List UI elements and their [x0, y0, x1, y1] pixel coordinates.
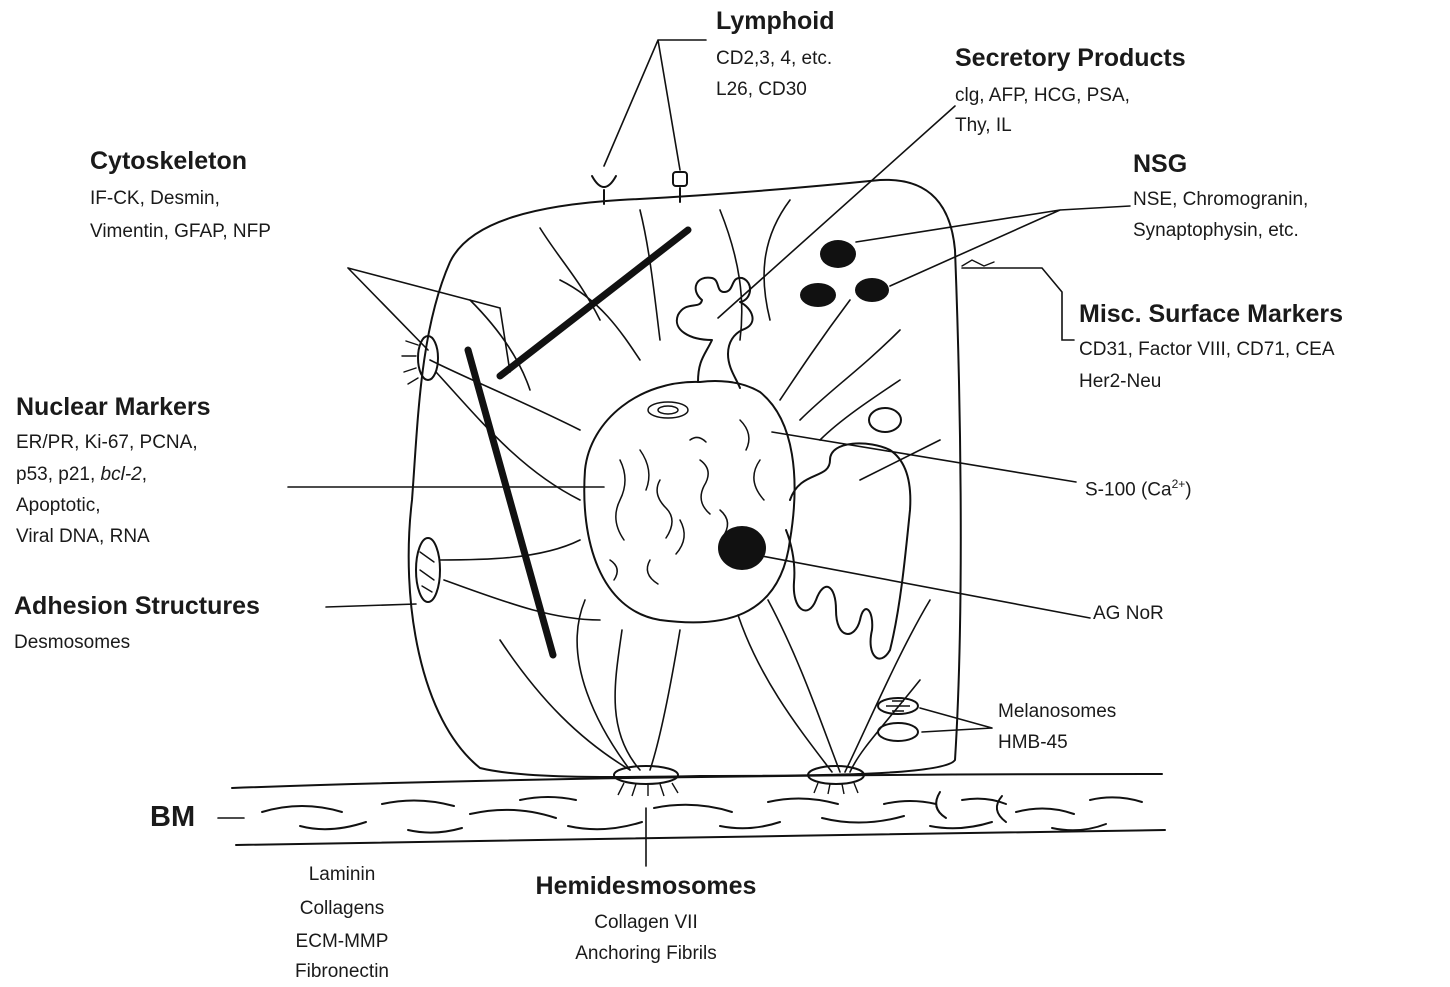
cytoskeleton-title: Cytoskeleton: [90, 146, 247, 176]
adhesion-title: Adhesion Structures: [14, 591, 260, 621]
lymphoid-title: Lymphoid: [716, 6, 835, 36]
s100-superscript: 2+: [1172, 477, 1186, 491]
basement-membrane: [232, 774, 1165, 845]
agnor-label: AG NoR: [1093, 598, 1164, 630]
lymphoid-line-2: L26, CD30: [716, 74, 807, 106]
nucleus: [584, 381, 794, 622]
nsg-granule: [855, 278, 889, 302]
s100-label: S-100 (Ca2+): [1085, 468, 1192, 506]
bm-item: Fibronectin: [272, 956, 412, 987]
nsg-granule: [800, 283, 836, 307]
nuclear-line-1: ER/PR, Ki-67, PCNA,: [16, 427, 198, 459]
cytoskeleton-line-1: IF-CK, Desmin,: [90, 183, 220, 215]
bm-item: Laminin: [272, 859, 412, 890]
s100-suffix: ): [1185, 479, 1191, 500]
bm-item: Collagens: [272, 893, 412, 924]
adhesion-line-1: Desmosomes: [14, 627, 130, 659]
secretory-line-2: Thy, IL: [955, 110, 1012, 142]
misc-surface-title: Misc. Surface Markers: [1079, 299, 1343, 329]
secretory-callout: [718, 106, 955, 318]
secretory-title: Secretory Products: [955, 43, 1186, 73]
cytoskeleton-callout: [348, 268, 510, 372]
nsg-line-2: Synaptophysin, etc.: [1133, 215, 1299, 247]
hemidesmosomes-title: Hemidesmosomes: [496, 871, 796, 901]
nsg-callout: [856, 206, 1130, 286]
nsg-title: NSG: [1133, 149, 1187, 179]
s100-prefix: S-100 (Ca: [1085, 479, 1172, 500]
nuclear-line-2-suffix: ,: [142, 464, 147, 485]
cell-membrane: [409, 180, 961, 777]
melanosomes-line-2: HMB-45: [998, 727, 1068, 759]
misc-surface-line-1: CD31, Factor VIII, CD71, CEA: [1079, 334, 1335, 366]
nuclear-line-2-italic: bcl-2: [101, 464, 142, 485]
lymphoid-line-1: CD2,3, 4, etc.: [716, 43, 832, 75]
bm-item: ECM-MMP: [272, 926, 412, 957]
hemidesmosomes-line-2: Anchoring Fibrils: [496, 938, 796, 969]
nucleolus: [718, 526, 766, 570]
adhesion-callout: [326, 604, 416, 607]
melanosomes-line-1: Melanosomes: [998, 696, 1116, 728]
misc-surface-callout: [962, 268, 1074, 340]
misc-surface-line-2: Her2-Neu: [1079, 366, 1161, 398]
nuclear-line-2-prefix: p53, p21,: [16, 464, 101, 485]
nsg-line-1: NSE, Chromogranin,: [1133, 184, 1308, 216]
bm-label: BM: [150, 802, 195, 832]
secretory-line-1: clg, AFP, HCG, PSA,: [955, 80, 1130, 112]
lymphoid-callout: [604, 40, 706, 170]
cytoskeleton-line-2: Vimentin, GFAP, NFP: [90, 216, 271, 248]
nsg-granule: [820, 240, 856, 268]
nuclear-title: Nuclear Markers: [16, 392, 211, 422]
nuclear-line-2: p53, p21, bcl-2,: [16, 459, 147, 491]
nuclear-line-4: Viral DNA, RNA: [16, 521, 150, 553]
nuclear-line-3: Apoptotic,: [16, 490, 101, 522]
hemidesmosomes-line-1: Collagen VII: [496, 907, 796, 938]
